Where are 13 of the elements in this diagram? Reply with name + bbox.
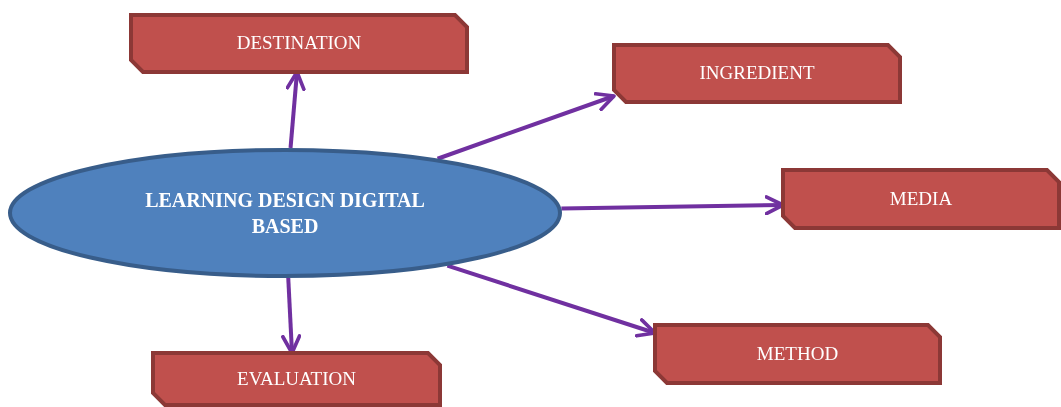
node-label: LEARNING DESIGN DIGITAL BASED [144, 188, 426, 239]
process-box [131, 15, 467, 72]
ellipse-node [10, 150, 560, 276]
process-box [655, 325, 940, 383]
process-box [153, 353, 440, 405]
process-box [783, 170, 1059, 228]
node-label: METHOD [755, 341, 840, 366]
node-label: MEDIA [888, 186, 954, 211]
process-box [614, 45, 900, 102]
node-label: EVALUATION [236, 366, 357, 391]
node-label: DESTINATION [235, 31, 363, 56]
arrow [436, 91, 616, 161]
node-label: INGREDIENT [698, 61, 816, 86]
